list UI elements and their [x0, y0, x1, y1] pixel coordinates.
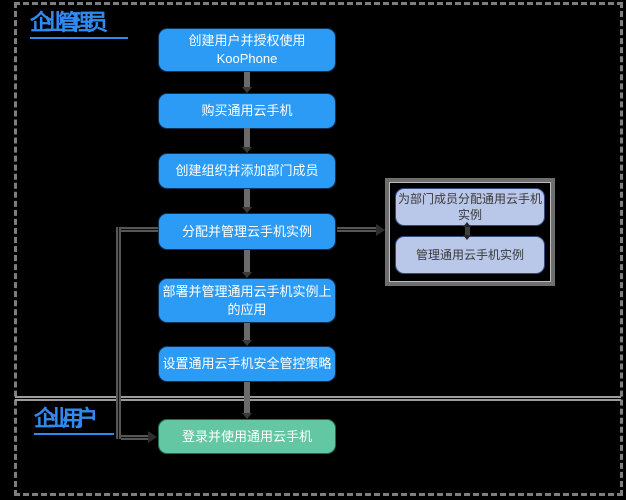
node-set-security-policy: 设置通用云手机安全管控策略: [158, 346, 336, 382]
subgroup-instance-management: [385, 178, 555, 286]
lane-label-enterprise-user: 企业用户: [34, 407, 114, 435]
arrow-down-connector-2: [242, 128, 252, 153]
arrow-to-subgroup-head-icon: [376, 224, 385, 236]
arrow-down-connector-5: [242, 323, 252, 346]
arrow-to-subgroup-line: [337, 227, 377, 232]
arrow-down-connector-3: [242, 189, 252, 213]
arrow-down-connector-6: [242, 382, 252, 419]
node-buy-cloud-phone: 购买通用云手机: [158, 93, 336, 129]
feedback-line-bottom-segment: [121, 435, 148, 440]
node-login-use-cloud-phone: 登录并使用通用云手机: [158, 419, 336, 454]
arrow-down-connector-1: [242, 72, 252, 93]
arrow-down-connector-4: [242, 250, 252, 278]
node-allocate-instances-to-members: 为部门成员分配通用云手机 实例: [395, 188, 545, 226]
feedback-line-vertical-segment: [116, 227, 121, 439]
feedback-arrow-head-icon: [148, 431, 157, 443]
feedback-line-top-segment: [121, 227, 158, 232]
swimlane-divider: [15, 396, 621, 401]
node-assign-manage-instances: 分配并管理云手机实例: [158, 213, 336, 250]
node-manage-instances: 管理通用云手机实例: [395, 236, 545, 274]
node-create-org-add-members: 创建组织并添加部门成员: [158, 153, 336, 189]
bidirectional-arrow-icon: [463, 222, 471, 240]
lane-label-enterprise-admin: 企业管理员: [30, 11, 128, 39]
node-deploy-manage-apps: 部署并管理通用云手机实例上 的应用: [158, 278, 336, 323]
node-create-user-authorize: 创建用户并授权使用 KooPhone: [158, 28, 336, 72]
swimlane-frame: [14, 2, 623, 496]
